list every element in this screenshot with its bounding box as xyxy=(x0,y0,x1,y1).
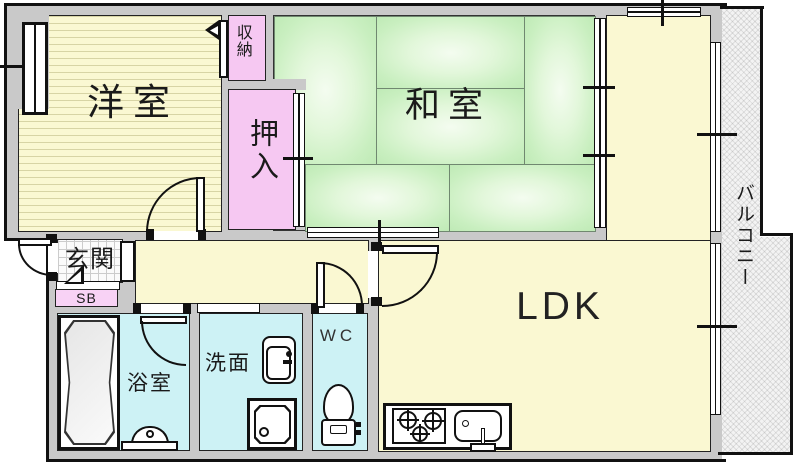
sink-drain xyxy=(462,420,469,427)
tick-mark xyxy=(661,0,664,26)
burner-cross xyxy=(432,410,434,432)
washing-machine-drum-inner xyxy=(256,407,289,442)
door-jamb xyxy=(133,303,141,314)
room-label-entrance: 玄関 xyxy=(65,246,115,273)
burner-cross xyxy=(419,424,421,444)
room-ldk-upper xyxy=(606,15,711,242)
outer-wall-line xyxy=(46,459,726,462)
wall xyxy=(226,79,306,90)
toilet-tank-detail xyxy=(330,425,347,434)
window xyxy=(710,42,721,232)
tatami-mat xyxy=(376,16,526,90)
tick-mark xyxy=(283,157,313,160)
shoe-box xyxy=(55,289,118,307)
balcony-rail xyxy=(760,233,793,236)
washbasin-faucet-dot xyxy=(286,351,292,357)
door-jamb xyxy=(198,229,206,240)
toilet-bowl xyxy=(323,384,354,425)
storage-door-arrow-inner xyxy=(210,26,218,35)
entrance-inner-door xyxy=(120,241,135,282)
window-line xyxy=(714,244,716,414)
outer-wall-line xyxy=(4,3,7,241)
window xyxy=(627,7,701,17)
label-shoe-box: SB xyxy=(76,290,97,306)
door-jamb xyxy=(371,297,382,306)
room-label-washroom: 洗面 xyxy=(205,352,251,375)
sink-faucet-stem xyxy=(481,428,485,444)
room-label-tatami: 和室 xyxy=(404,86,491,125)
door-opening xyxy=(48,243,58,273)
balcony-rail xyxy=(760,6,763,236)
window xyxy=(710,243,721,415)
kitchen-sink xyxy=(454,410,502,442)
washroom-opening xyxy=(197,303,260,313)
sliding-door xyxy=(293,93,305,227)
entrance-door-arc xyxy=(18,244,52,276)
room-storage xyxy=(228,15,266,81)
washbasin-faucet-bar xyxy=(283,360,292,364)
balcony-rail xyxy=(720,6,764,9)
entrance-step-mark-inner xyxy=(68,271,81,282)
door-jamb xyxy=(46,272,57,281)
storage-door-panel xyxy=(219,20,228,78)
tick-mark xyxy=(0,65,25,68)
door-jamb xyxy=(146,229,154,240)
room-label-balcony: バルコニー xyxy=(732,183,754,288)
washing-machine-knob xyxy=(259,427,269,437)
sliding-door xyxy=(307,227,439,238)
sliding-door-line xyxy=(599,19,601,227)
door-jamb xyxy=(356,303,364,314)
balcony-rail xyxy=(718,452,793,455)
door-jamb xyxy=(183,303,191,314)
window-line xyxy=(714,43,716,231)
toilet-button xyxy=(356,430,361,435)
tatami-mat xyxy=(524,16,596,165)
door-opening xyxy=(152,231,202,240)
bathtub-basin-inner xyxy=(66,322,113,443)
sliding-door-line xyxy=(308,231,438,233)
balcony-floor xyxy=(722,9,760,238)
entrance-tile xyxy=(57,239,123,283)
bath-drain-base xyxy=(121,441,178,451)
window-line xyxy=(34,25,36,112)
balcony-rail xyxy=(790,233,793,455)
toilet-button xyxy=(356,422,361,427)
window-line xyxy=(628,11,700,13)
room-label-ldk: LDK xyxy=(516,285,604,328)
room-label-bath: 浴室 xyxy=(127,372,173,395)
tick-mark xyxy=(697,133,737,136)
sliding-door xyxy=(594,18,606,228)
bath-drain-dot xyxy=(146,430,154,438)
tick-mark xyxy=(583,154,615,157)
balcony-floor xyxy=(722,237,790,453)
room-label-closet: 押入 xyxy=(245,118,278,184)
room-label-western: 洋室 xyxy=(87,82,179,123)
door-opening xyxy=(141,304,189,313)
room-label-wc: WC xyxy=(319,326,357,345)
window xyxy=(22,22,48,115)
tick-mark xyxy=(583,86,615,89)
tatami-mat xyxy=(449,164,596,232)
door-jamb xyxy=(371,242,382,251)
burner-cross xyxy=(407,409,409,431)
room-label-storage: 収納 xyxy=(233,24,251,58)
tick-mark xyxy=(697,325,737,328)
toilet-tank xyxy=(321,419,356,446)
outer-wall-line xyxy=(46,238,49,462)
door-jamb xyxy=(311,303,319,314)
door-opening xyxy=(368,251,378,298)
tick-mark xyxy=(378,220,381,243)
sink-faucet-base xyxy=(470,443,496,452)
outer-wall-line xyxy=(4,3,727,6)
door-opening xyxy=(317,304,359,313)
sliding-door-line xyxy=(298,94,300,226)
